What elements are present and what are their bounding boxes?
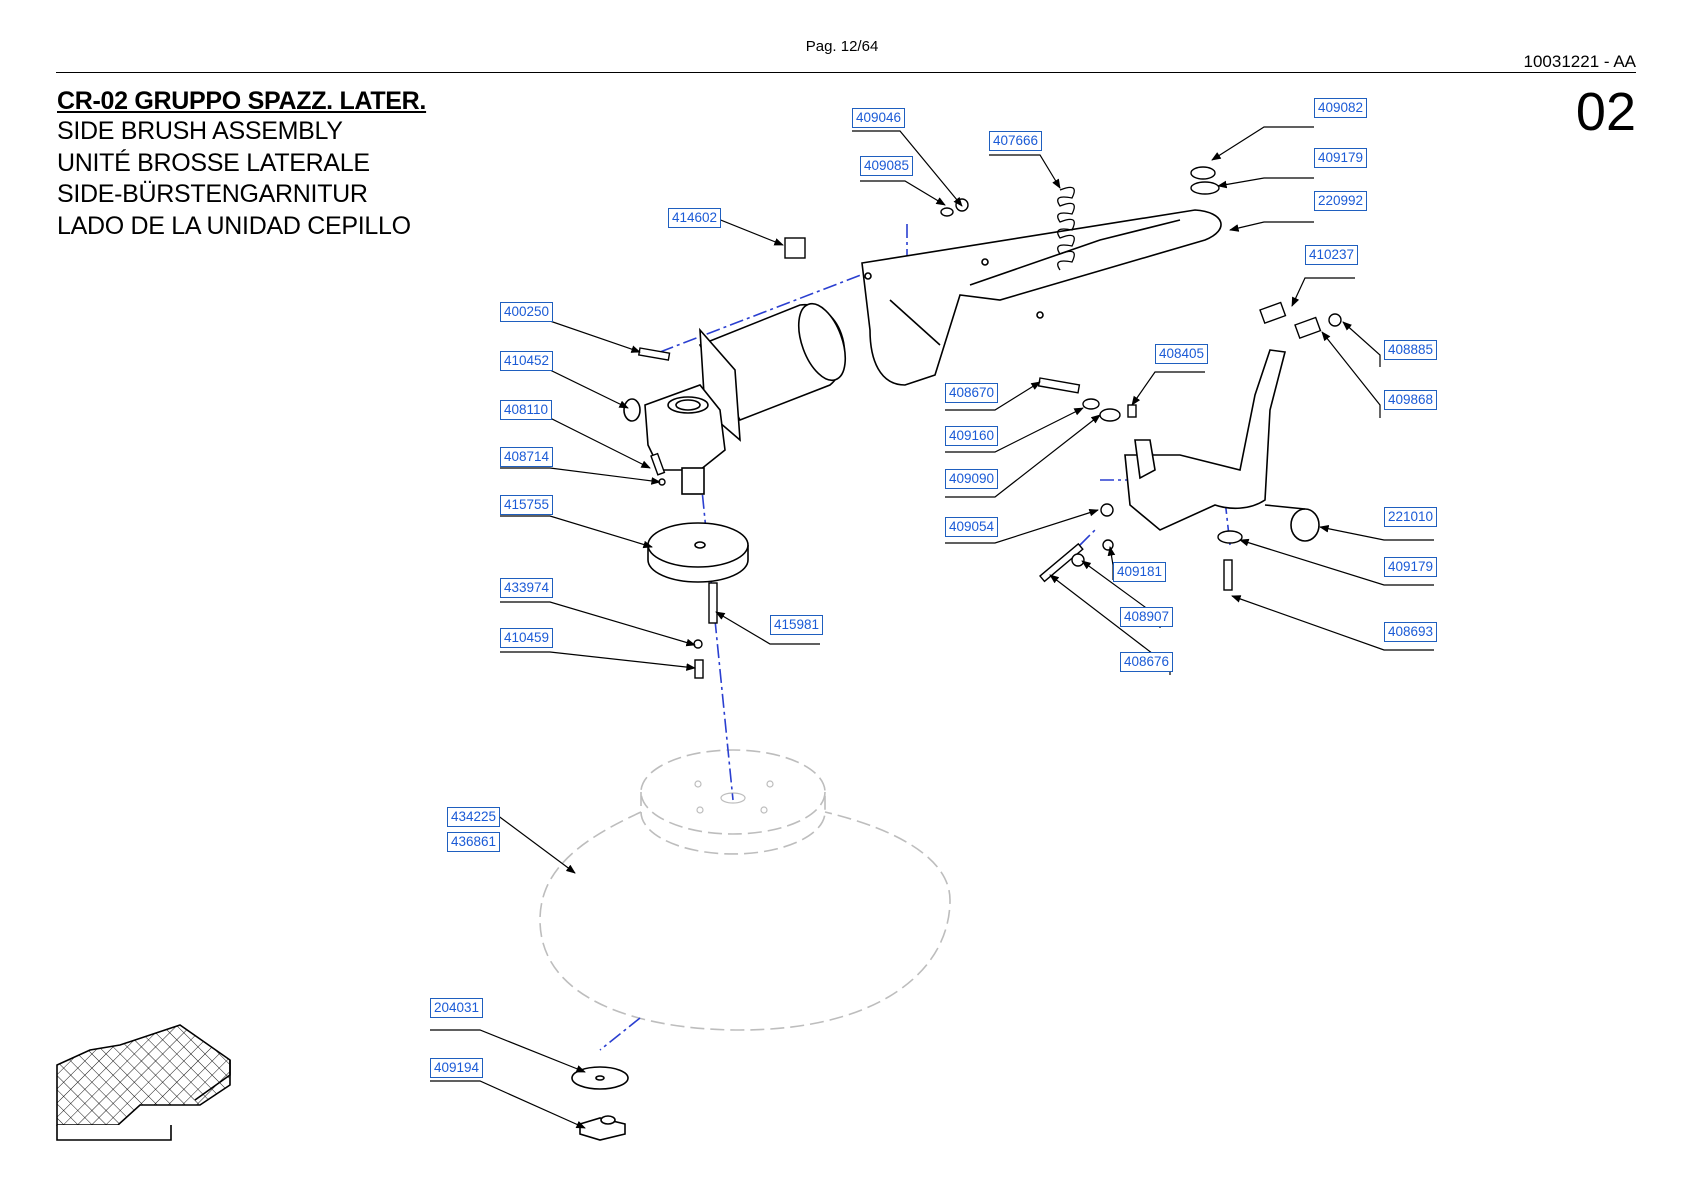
title-spanish: LADO DE LA UNIDAD CEPILLO	[57, 211, 411, 240]
part-label: 415755	[500, 495, 554, 515]
part-label: 221010	[1384, 507, 1438, 527]
section-number: 02	[1575, 82, 1636, 142]
part-label: 409181	[1113, 562, 1167, 582]
part-label: 408110	[500, 400, 553, 420]
page-number: Pag. 12/64	[805, 38, 879, 55]
part-label: 409090	[945, 469, 999, 489]
part-label: 408714	[500, 447, 554, 467]
part-label: 409179	[1384, 557, 1438, 577]
part-label: 408693	[1384, 622, 1438, 642]
part-label: 415981	[770, 615, 824, 635]
part-label: 409085	[860, 156, 914, 176]
part-label: 436861	[447, 832, 501, 852]
support-bracket	[1124, 349, 1320, 542]
part-label: 408670	[945, 383, 999, 403]
document-code: 10031221 - AA	[1523, 52, 1636, 71]
part-label: 434225	[447, 807, 501, 827]
part-label: 409868	[1384, 390, 1438, 410]
part-label: 408885	[1384, 340, 1438, 360]
part-label: 409194	[430, 1058, 484, 1078]
part-label: 400250	[500, 302, 554, 322]
spring	[1057, 186, 1075, 271]
part-label: 204031	[430, 998, 484, 1018]
flange-plate	[647, 522, 749, 583]
part-label: 408405	[1155, 344, 1209, 364]
title-german: SIDE-BÜRSTENGARNITUR	[57, 180, 368, 208]
part-label: 410452	[500, 351, 554, 371]
brush-arm	[861, 209, 1222, 386]
brush-holes	[694, 780, 774, 814]
part-label: 410459	[500, 628, 554, 648]
part-label: 407666	[989, 131, 1043, 151]
title-english: SIDE BRUSH ASSEMBLY	[57, 117, 343, 145]
part-label: 409179	[1314, 148, 1368, 168]
part-label: 433974	[500, 578, 554, 598]
side-brush-disc	[539, 749, 951, 1031]
part-label: 408676	[1120, 652, 1174, 672]
part-label: 408907	[1120, 607, 1174, 627]
part-label: 410237	[1305, 245, 1359, 265]
part-label: 409054	[945, 517, 999, 537]
part-label: 409160	[945, 426, 999, 446]
orientation-icon	[56, 1024, 231, 1141]
gear-motor	[623, 302, 847, 495]
part-label: 409082	[1314, 98, 1368, 118]
title-block: CR-02 GRUPPO SPAZZ. LATER. SIDE BRUSH AS…	[57, 86, 426, 242]
part-label: 220992	[1314, 191, 1368, 211]
part-label: 409046	[852, 108, 906, 128]
header-rule	[56, 72, 1636, 73]
title-french: UNITÉ BROSSE LATERALE	[57, 148, 370, 177]
brush-washer-and-knob	[571, 1066, 629, 1141]
title-main: CR-02 GRUPPO SPAZZ. LATER.	[57, 87, 427, 115]
part-label: 414602	[668, 208, 722, 228]
